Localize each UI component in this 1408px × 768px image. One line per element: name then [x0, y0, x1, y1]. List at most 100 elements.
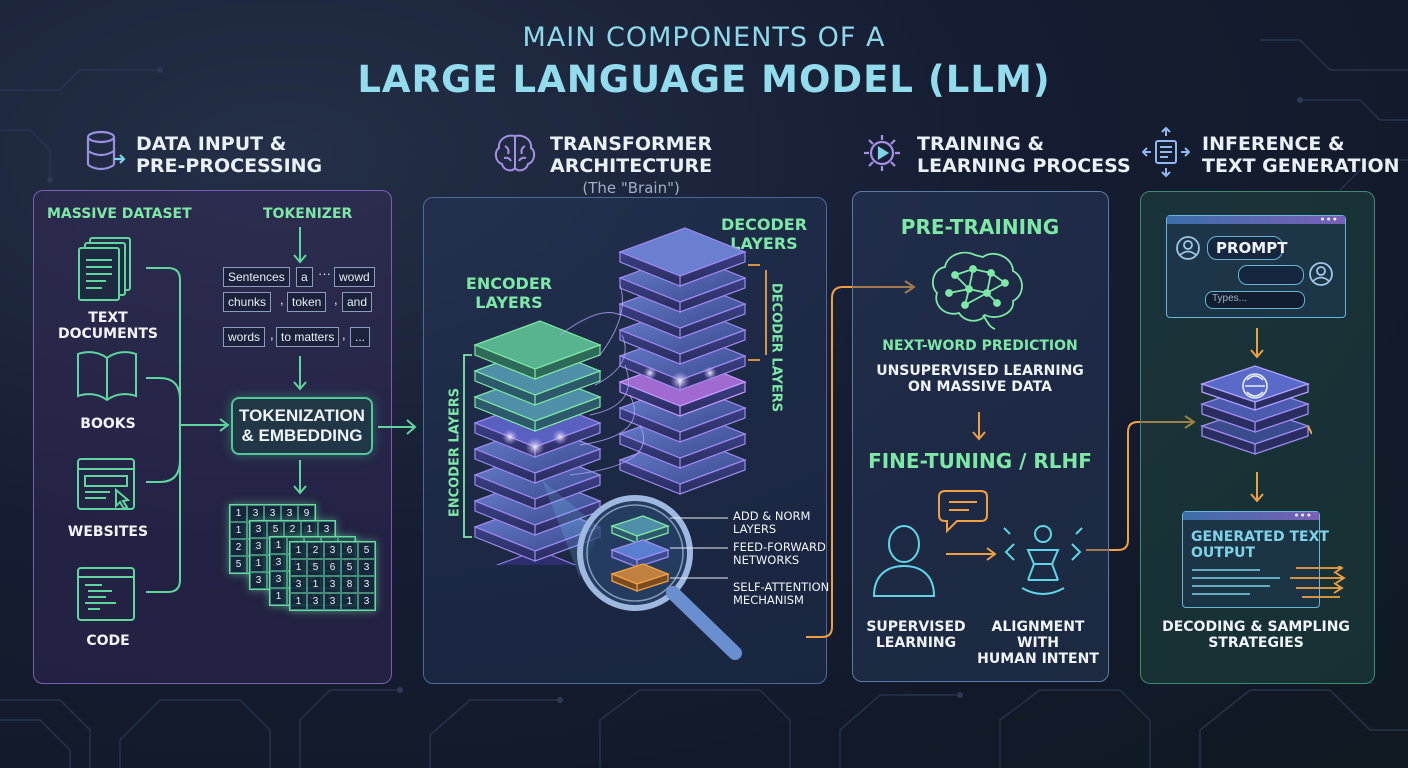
- transformer-subtitle: (The "Brain"): [582, 179, 680, 197]
- decoding-line1: DECODING & SAMPLING: [1162, 619, 1350, 635]
- matrix-cell: 3: [324, 576, 341, 593]
- output-text-lines: [1192, 566, 1346, 598]
- neural-brain-icon: [931, 251, 1023, 330]
- matrix-cell: 1: [250, 555, 267, 572]
- generated-output-window: ●●●: [1182, 511, 1320, 608]
- matrix-cell: 5: [358, 542, 375, 559]
- unsupervised-line2: ON MASSIVE DATA: [908, 379, 1052, 395]
- window-dots-icon: ●●●: [1320, 216, 1339, 223]
- self-attention-line1: SELF-ATTENTION: [733, 580, 830, 594]
- prompt-label: PROMPT: [1216, 239, 1288, 257]
- matrix-cell: 1: [270, 588, 287, 605]
- decoder-label: DECODER LAYERS: [716, 215, 812, 253]
- assistant-avatar-icon: [1309, 262, 1333, 286]
- source-label-books: BOOKS: [80, 416, 136, 432]
- section-title-data-input: DATA INPUT & PRE-PROCESSING: [136, 133, 322, 177]
- matrix-cell: 1: [290, 559, 307, 576]
- token-sentences: Sentences: [223, 267, 290, 287]
- prompt-input-placeholder: Types...: [1212, 293, 1248, 304]
- pretrain-down-arrow: [972, 412, 986, 441]
- generated-line1: GENERATED TEXT: [1191, 529, 1329, 545]
- inference-title-line2: TEXT GENERATION: [1202, 155, 1400, 177]
- window-dots-icon: ●●●: [1294, 512, 1313, 519]
- unsupervised-label: UNSUPERVISED LEARNING ON MASSIVE DATA: [852, 363, 1108, 395]
- user-avatar-icon: [1176, 236, 1200, 260]
- source-label-websites: WEBSITES: [67, 524, 149, 540]
- matrix-cell: 5: [230, 556, 247, 573]
- transformer-title-line2: ARCHITECTURE: [550, 155, 713, 177]
- next-word-prediction-label: NEXT-WORD PREDICTION: [882, 338, 1078, 354]
- decoder-label-line2: LAYERS: [730, 234, 798, 253]
- matrix-cell: 3: [324, 542, 341, 559]
- add-norm-line1: ADD & NORM: [733, 509, 811, 523]
- token-wowd: wowd: [334, 267, 375, 287]
- source-label-text-documents: TEXT DOCUMENTS: [57, 310, 158, 342]
- prompt-down-arrow: [1250, 328, 1264, 359]
- data-input-title-line1: DATA INPUT &: [136, 133, 287, 155]
- token-separator: ···: [318, 266, 331, 281]
- alignment-icon: [1003, 525, 1083, 595]
- tokenization-line2: & EMBEDDING: [241, 426, 363, 445]
- matrix-cell: 8: [341, 576, 358, 593]
- unsupervised-line1: UNSUPERVISED LEARNING: [876, 363, 1084, 379]
- token-chunks: chunks: [223, 292, 272, 312]
- tokenizer-label: TOKENIZER: [263, 206, 353, 222]
- inference-title-line1: INFERENCE &: [1202, 133, 1345, 155]
- token-token: token: [287, 292, 327, 312]
- training-title-line2: LEARNING PROCESS: [917, 155, 1131, 177]
- component-feed-forward: FEED-FORWARD NETWORKS: [733, 541, 826, 567]
- matrix-cell: 1: [290, 542, 307, 559]
- alignment-line2: HUMAN INTENT: [977, 651, 1099, 667]
- main-title-line2: LARGE LANGUAGE MODEL (LLM): [357, 58, 1051, 101]
- token-words: words: [223, 327, 266, 347]
- encoder-label: ENCODER LAYERS: [461, 274, 557, 312]
- feed-forward-line2: NETWORKS: [733, 553, 800, 567]
- to-transformer-arrow: [378, 419, 417, 435]
- matrix-cell: 1: [270, 537, 287, 554]
- supervised-line2: LEARNING: [875, 635, 957, 651]
- feed-forward-line1: FEED-FORWARD: [733, 540, 826, 554]
- supervised-learning-label: SUPERVISED LEARNING: [858, 619, 974, 651]
- matrix-cell: 3: [307, 593, 324, 610]
- matrix-cell: 3: [270, 571, 287, 588]
- matrix-cell: 2: [230, 539, 247, 556]
- tokenizer-down-arrow: [293, 227, 307, 264]
- text-documents-icon: [78, 237, 131, 301]
- llm-model-stack-icon: [1199, 365, 1312, 455]
- transformer-title-line1: TRANSFORMER: [550, 133, 713, 155]
- token-to-matters: to matters: [276, 327, 340, 347]
- prompt-bubble: [1207, 236, 1283, 260]
- sources-merge-arrows: [146, 267, 230, 593]
- main-title-line1: MAIN COMPONENTS OF A: [522, 22, 886, 53]
- matrix-cell: 3: [290, 576, 307, 593]
- generated-line2: OUTPUT: [1191, 545, 1255, 561]
- gear-play-icon: [864, 135, 900, 171]
- matrix-cell: 3: [270, 554, 287, 571]
- tokenization-embedding-box: TOKENIZATION & EMBEDDING: [231, 397, 373, 455]
- token-a: a: [296, 267, 313, 287]
- matrix-cell: 1: [307, 576, 324, 593]
- supervised-to-alignment-arrow: [946, 547, 997, 561]
- decoder-label-line1: DECODER: [720, 215, 808, 234]
- website-icon: [77, 458, 135, 511]
- matrix-cell: 6: [324, 559, 341, 576]
- matrix-cell: 3: [250, 538, 267, 555]
- prompt-input[interactable]: Types...: [1205, 291, 1305, 309]
- matrix-cell: 3: [250, 572, 267, 589]
- chat-bubble-icon: [938, 490, 988, 534]
- tokenization-line1: TOKENIZATION: [239, 406, 365, 425]
- embedding-down-arrow: [293, 460, 307, 495]
- token-and: and: [342, 292, 373, 312]
- token-ellipsis: ...: [350, 327, 371, 347]
- person-icon: [872, 525, 936, 597]
- matrix-cell: 5: [341, 559, 358, 576]
- matrix-cell: 1: [230, 505, 247, 522]
- book-icon: [77, 351, 137, 402]
- tokens-down-arrow: [293, 356, 307, 391]
- section-title-training: TRAINING & LEARNING PROCESS: [917, 133, 1131, 177]
- document-arrows-icon: [1142, 126, 1190, 178]
- decoding-strategies-label: DECODING & SAMPLING STRATEGIES: [1148, 619, 1364, 651]
